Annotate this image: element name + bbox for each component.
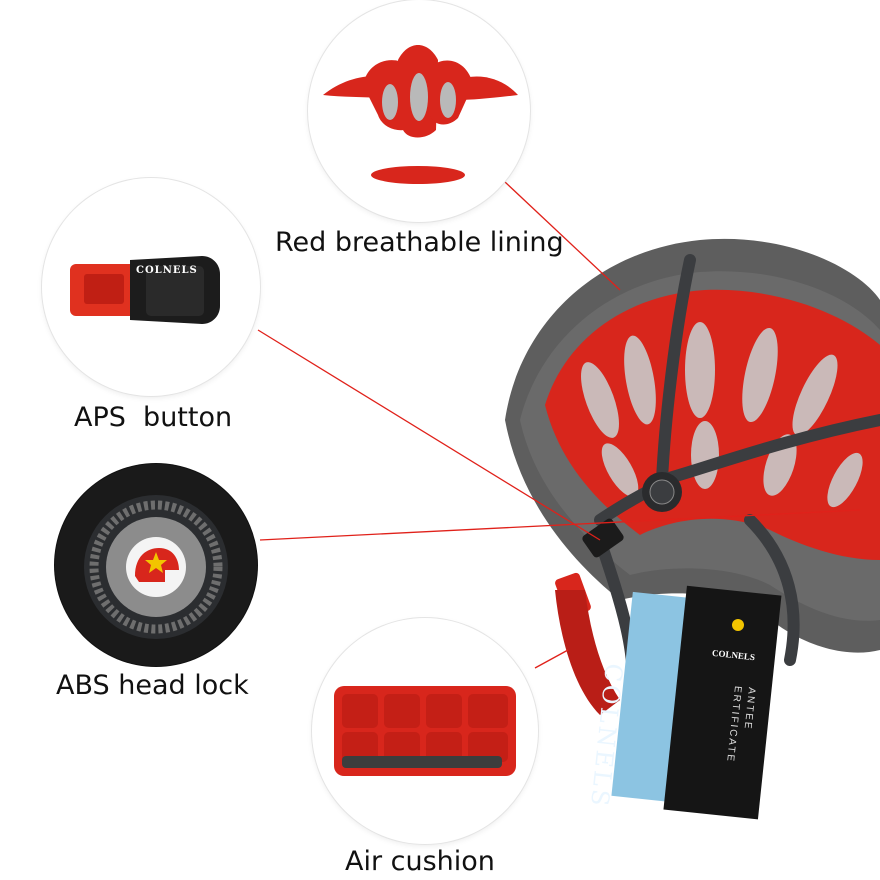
lining-label: Red breathable lining xyxy=(275,227,564,258)
lock-detail-circle xyxy=(55,464,257,666)
button-label: APS button xyxy=(74,402,233,433)
button-detail-circle: COLNELS xyxy=(42,178,260,396)
air-cushion-image xyxy=(334,686,516,776)
buckle-image xyxy=(70,256,220,324)
cushion-detail-circle xyxy=(312,618,538,844)
head-lock-image xyxy=(55,464,257,666)
lining-detail-circle xyxy=(308,0,530,222)
cushion-label: Air cushion xyxy=(345,846,495,877)
lock-label: ABS head lock xyxy=(56,670,249,701)
lining-pad-image xyxy=(323,45,518,184)
buckle-brand: COLNELS xyxy=(136,265,198,276)
